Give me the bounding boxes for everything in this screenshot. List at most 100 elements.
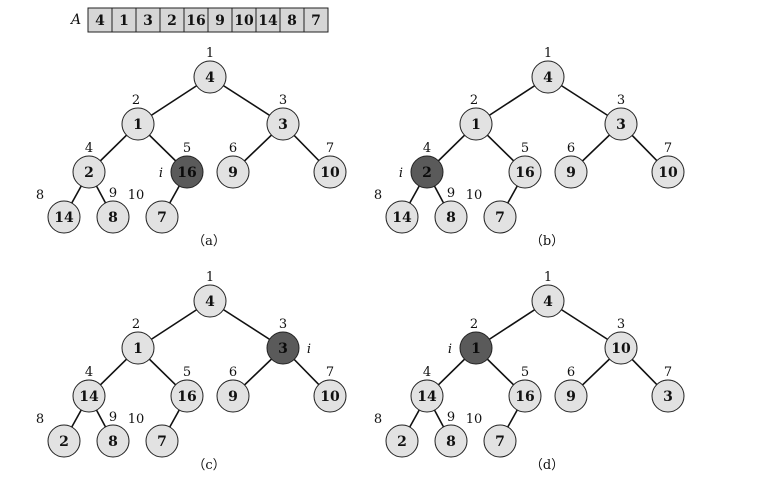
node-index: 4 [85, 365, 93, 380]
array-cell-10: 7 [303, 7, 329, 33]
node-circle [531, 60, 565, 94]
node-index: 2 [470, 317, 478, 332]
node-index: 7 [664, 365, 672, 380]
node-circle [145, 424, 179, 458]
tree-node-3: 33 [266, 317, 300, 365]
heap-trees: 411233241659610714889710i（a）411233241659… [36, 46, 685, 473]
array-cell-value: 10 [234, 13, 254, 29]
node-value: 4 [543, 294, 553, 310]
diagram-caption: （b） [530, 234, 564, 249]
highlighted-node-circle [170, 155, 204, 189]
node-circle [216, 155, 250, 189]
node-value: 9 [228, 165, 238, 181]
node-index: 8 [36, 412, 44, 427]
array-cell-box [303, 7, 329, 33]
node-circle [459, 107, 493, 141]
node-circle [508, 379, 542, 413]
node-circle [554, 155, 588, 189]
tree-node-6: 96 [554, 365, 588, 413]
current-index-marker: i [159, 166, 163, 181]
node-index: 10 [466, 188, 483, 203]
node-circle [410, 379, 444, 413]
tree-node-10: 710 [128, 188, 179, 234]
node-circle [96, 424, 130, 458]
tree-node-9: 89 [434, 186, 468, 234]
array-cell-value: 2 [167, 13, 177, 29]
highlighted-node-circle [459, 331, 493, 365]
tree-node-6: 96 [216, 141, 250, 189]
node-value: 14 [392, 210, 412, 226]
array-cell-box [87, 7, 113, 33]
tree-node-6: 96 [216, 365, 250, 413]
tree-node-1: 41 [193, 46, 227, 94]
node-circle [508, 155, 542, 189]
array-cell-value: 14 [258, 13, 278, 29]
node-value: 16 [177, 389, 196, 405]
diagram-caption: （c） [192, 458, 225, 473]
node-circle [216, 379, 250, 413]
node-value: 2 [84, 165, 94, 181]
node-circle [96, 200, 130, 234]
node-index: 1 [544, 46, 552, 61]
array-cell-box [111, 7, 137, 33]
node-circle [170, 379, 204, 413]
node-index: 2 [132, 93, 140, 108]
array-cell-value: 4 [95, 13, 105, 29]
node-index: 7 [326, 141, 334, 156]
node-value: 9 [566, 389, 576, 405]
node-value: 8 [108, 434, 118, 450]
node-value: 7 [495, 210, 505, 226]
node-index: 3 [617, 93, 625, 108]
node-index: 3 [279, 93, 287, 108]
tree-node-2: 12 [459, 317, 493, 365]
node-value: 2 [397, 434, 407, 450]
node-index: 9 [447, 186, 455, 201]
tree-node-4: 24 [72, 141, 106, 189]
current-index-marker: i [307, 342, 311, 357]
node-value: 1 [133, 341, 143, 357]
array-cell-value: 1 [119, 13, 129, 29]
tree-node-6: 96 [554, 141, 588, 189]
node-value: 8 [446, 434, 456, 450]
tree-node-8: 28 [374, 412, 419, 458]
node-value: 16 [515, 165, 534, 181]
node-circle [47, 200, 81, 234]
node-index: 9 [109, 186, 117, 201]
tree-node-9: 89 [96, 410, 130, 458]
node-value: 2 [59, 434, 69, 450]
array-cell-box [135, 7, 161, 33]
node-index: 4 [423, 141, 431, 156]
tree-node-10: 7 10 [466, 188, 517, 234]
node-circle [651, 155, 685, 189]
array-cell-9: 8 [279, 7, 305, 33]
node-index: 9 [447, 410, 455, 425]
array-cell-8: 14 [255, 7, 281, 33]
tree-node-5: 165 [508, 141, 542, 189]
node-index: 3 [279, 317, 287, 332]
highlighted-node-circle [410, 155, 444, 189]
node-value: 2 [422, 165, 432, 181]
tree-node-2: 12 [121, 93, 155, 141]
array-cell-6: 9 [207, 7, 233, 33]
tree-node-8: 148 [374, 188, 419, 234]
node-value: 10 [611, 341, 631, 357]
node-value: 3 [278, 341, 288, 357]
node-value: 4 [543, 70, 553, 86]
array-cell-2: 1 [111, 7, 137, 33]
node-circle [121, 107, 155, 141]
node-index: 1 [544, 270, 552, 285]
node-index: 10 [128, 188, 145, 203]
node-circle [554, 379, 588, 413]
diagram-caption: （a） [192, 234, 226, 249]
node-value: 8 [446, 210, 456, 226]
array-cell-5: 16 [183, 7, 209, 33]
tree-node-3: 103 [604, 317, 638, 365]
node-circle [72, 155, 106, 189]
array-cell-value: 16 [186, 13, 205, 29]
node-value: 10 [320, 389, 340, 405]
node-index: 2 [470, 93, 478, 108]
node-index: 5 [183, 365, 191, 380]
node-circle [313, 379, 347, 413]
tree-node-9: 89 [96, 186, 130, 234]
